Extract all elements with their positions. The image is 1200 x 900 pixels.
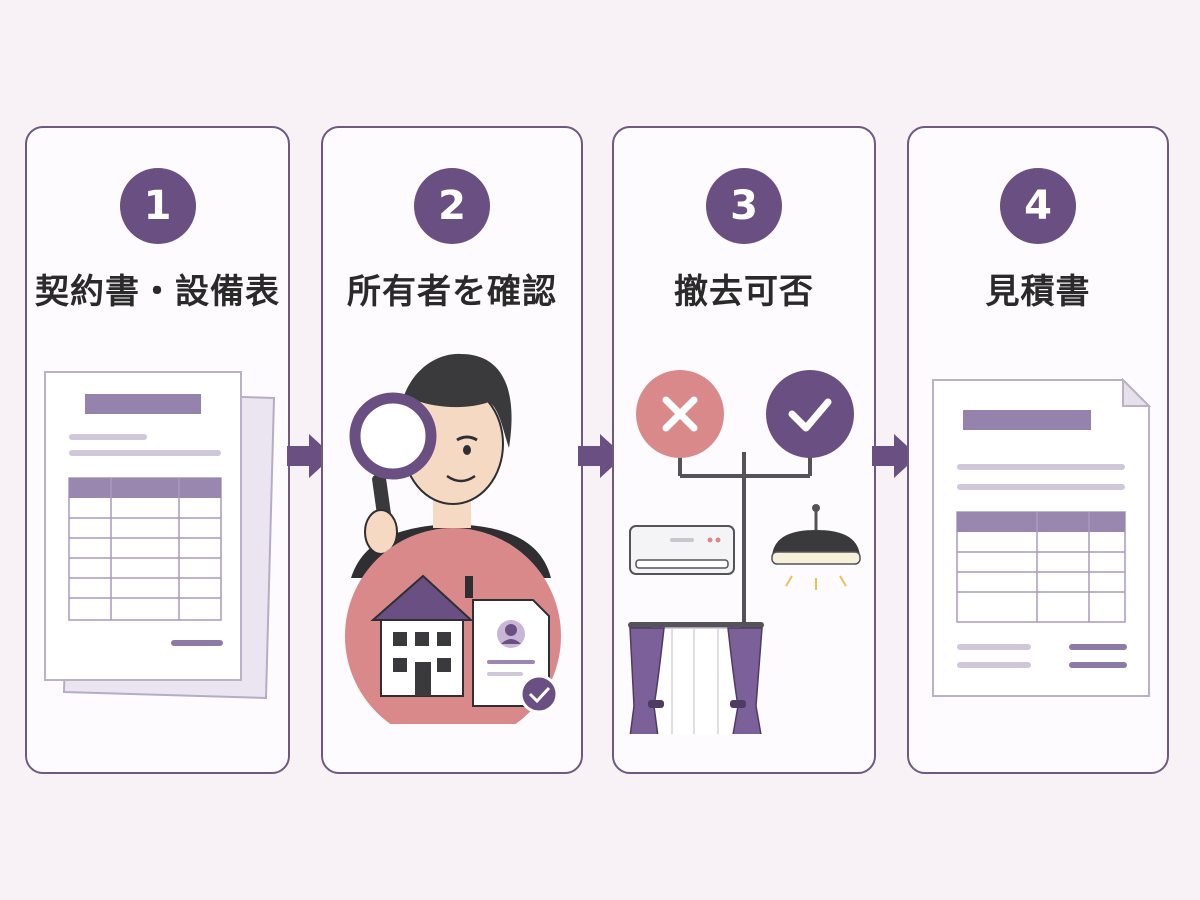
owner-check-illustration xyxy=(345,353,561,724)
arrow-right-icon xyxy=(578,434,624,478)
document-stack-icon xyxy=(44,371,276,700)
quotation-document-icon xyxy=(932,378,1152,697)
step-number-badge: 1 xyxy=(119,168,196,244)
step-card-4: 4 見積書 xyxy=(907,126,1169,774)
arrow-right-icon xyxy=(872,434,918,478)
step-title: 見積書 xyxy=(985,272,1091,312)
check-icon xyxy=(766,370,854,458)
step-title: 撤去可否 xyxy=(674,272,814,312)
step-title: 契約書・設備表 xyxy=(35,272,280,312)
magnifying-glass-icon xyxy=(349,392,437,555)
step-title: 所有者を確認 xyxy=(347,272,557,312)
step-number-badge: 2 xyxy=(414,168,490,244)
curtain-icon xyxy=(628,622,764,734)
step-card-3: 3 撤去可否 xyxy=(612,126,876,774)
step-card-2: 2 所有者を確認 xyxy=(321,126,583,774)
house-icon xyxy=(370,574,474,697)
arrow-right-icon xyxy=(287,434,333,478)
check-icon xyxy=(519,674,559,714)
removal-judgement-illustration xyxy=(628,370,861,734)
step-number-badge: 3 xyxy=(706,168,782,244)
ceiling-light-icon xyxy=(771,504,861,590)
step-number-badge: 4 xyxy=(1000,168,1076,244)
cross-icon xyxy=(636,370,724,458)
air-conditioner-icon xyxy=(629,525,735,575)
step-card-1: 1 契約書・設備表 xyxy=(25,126,290,774)
